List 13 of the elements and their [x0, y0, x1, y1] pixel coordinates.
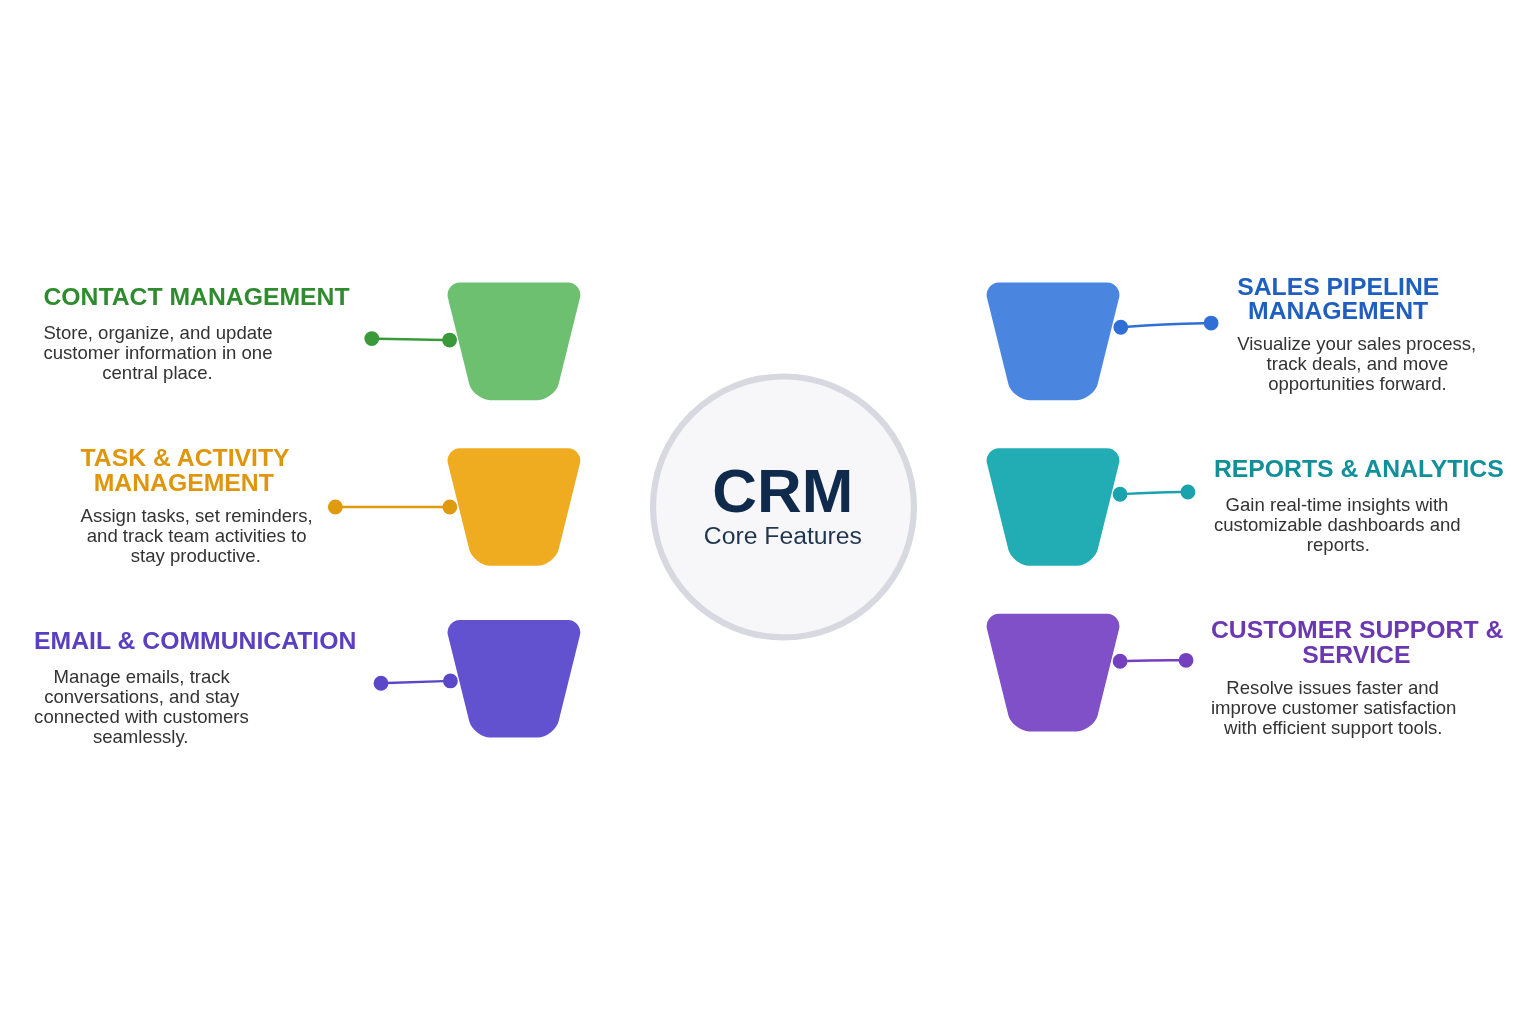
connector	[1113, 315, 1219, 335]
node-text: EMAIL & COMMUNICATION Manage emails, track conversations, and stay connected with customers seamlessly.	[34, 627, 357, 748]
node-text: CUSTOMER SUPPORT & SERVICE Resolve issues faster and improve customer satisfaction with efficient support tools.	[1210, 616, 1504, 738]
node-text: REPORTS & ANALYTICS Gain real-time insights with customizable dashboards and reports.	[1213, 455, 1504, 556]
connector	[1112, 652, 1194, 669]
node-text: SALES PIPELINE MANAGEMENT Visualize your sales process, track deals, and move opportunities forward.	[1237, 272, 1477, 395]
node-text: TASK & ACTIVITY MANAGEMENT Assign tasks, set reminders, and track team activities to stay productive.	[80, 444, 313, 567]
connector	[327, 499, 458, 515]
node-circle: CRM Core Features	[649, 373, 918, 641]
node-text: CONTACT MANAGEMENT Store, organize, and update customer information in one central place.	[43, 283, 350, 384]
connector	[364, 331, 458, 348]
connector	[373, 673, 458, 691]
connector	[1112, 484, 1196, 502]
